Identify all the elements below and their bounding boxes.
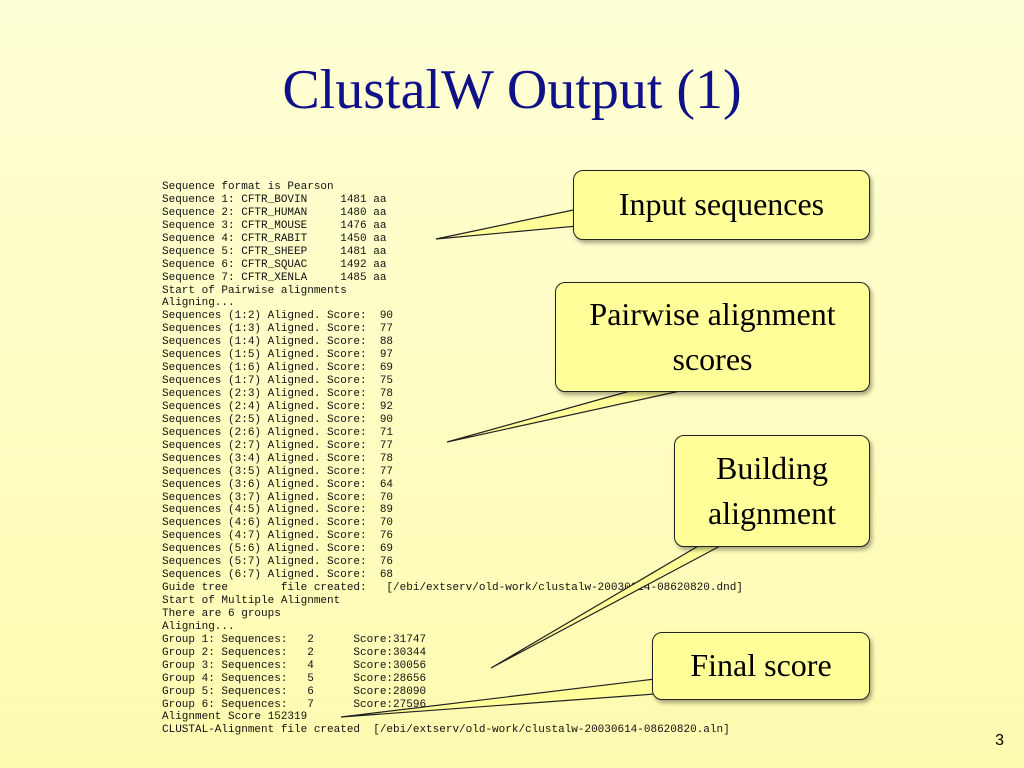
callout-pairwise-scores: Pairwise alignment scores bbox=[555, 282, 870, 392]
output-line: Aligning... bbox=[162, 620, 235, 633]
output-line: Sequences (2:6) Aligned. Score: 71 bbox=[162, 426, 394, 439]
pointer-input-sequences bbox=[435, 208, 579, 240]
output-line: Sequence 3: CFTR_MOUSE 1476 aa bbox=[162, 219, 387, 232]
output-line: Sequences (3:4) Aligned. Score: 78 bbox=[162, 452, 394, 465]
output-line: Group 1: Sequences: 2 Score:31747 bbox=[162, 633, 427, 646]
pointer-pairwise-scores bbox=[446, 390, 681, 443]
output-line: Sequence 6: CFTR_SQUAC 1492 aa bbox=[162, 258, 387, 271]
pointer-final-score bbox=[340, 678, 656, 718]
output-line: Aligning... bbox=[162, 297, 235, 310]
output-line: Sequences (4:6) Aligned. Score: 70 bbox=[162, 517, 394, 530]
output-line: Sequence 4: CFTR_RABIT 1450 aa bbox=[162, 232, 387, 245]
output-line: Sequence 7: CFTR_XENLA 1485 aa bbox=[162, 271, 387, 284]
output-line: Sequence 2: CFTR_HUMAN 1480 aa bbox=[162, 206, 387, 219]
output-line: Start of Pairwise alignments bbox=[162, 284, 347, 297]
output-line: Sequences (3:7) Aligned. Score: 70 bbox=[162, 491, 394, 504]
output-line: Sequences (3:5) Aligned. Score: 77 bbox=[162, 465, 394, 478]
output-line: Sequences (4:7) Aligned. Score: 76 bbox=[162, 530, 394, 543]
callout-input-sequences: Input sequences bbox=[573, 170, 870, 240]
callout-final-score: Final score bbox=[652, 632, 870, 700]
output-line: Guide tree file created: [/ebi/extserv/o… bbox=[162, 582, 743, 595]
output-line: Group 5: Sequences: 6 Score:28090 bbox=[162, 685, 427, 698]
output-line: Sequences (5:7) Aligned. Score: 76 bbox=[162, 556, 394, 569]
output-line: Sequence format is Pearson bbox=[162, 181, 334, 193]
output-line: Sequences (1:3) Aligned. Score: 77 bbox=[162, 323, 394, 336]
output-line: Group 4: Sequences: 5 Score:28656 bbox=[162, 672, 427, 685]
output-line: Sequences (3:6) Aligned. Score: 64 bbox=[162, 478, 394, 491]
output-line: There are 6 groups bbox=[162, 607, 281, 620]
output-line: Sequences (1:2) Aligned. Score: 90 bbox=[162, 310, 394, 323]
output-line: Sequences (2:4) Aligned. Score: 92 bbox=[162, 400, 394, 413]
slide-title: ClustalW Output (1) bbox=[282, 59, 742, 121]
output-line: Sequences (2:5) Aligned. Score: 90 bbox=[162, 413, 394, 426]
output-line: Group 6: Sequences: 7 Score:27596 bbox=[162, 698, 427, 711]
output-line: Group 2: Sequences: 2 Score:30344 bbox=[162, 646, 427, 659]
output-line: Sequences (2:7) Aligned. Score: 77 bbox=[162, 439, 394, 452]
output-line: Sequences (4:5) Aligned. Score: 89 bbox=[162, 504, 394, 517]
callout-building-alignment: Building alignment bbox=[674, 435, 870, 547]
slide-number: 3 bbox=[995, 732, 1004, 749]
output-line: Sequences (1:5) Aligned. Score: 97 bbox=[162, 349, 394, 362]
output-line: Sequences (1:7) Aligned. Score: 75 bbox=[162, 375, 394, 388]
output-line: Sequences (5:6) Aligned. Score: 69 bbox=[162, 543, 394, 556]
output-line: Sequence 5: CFTR_SHEEP 1481 aa bbox=[162, 245, 387, 258]
output-line: Sequences (1:6) Aligned. Score: 69 bbox=[162, 362, 394, 375]
output-line: Sequences (6:7) Aligned. Score: 68 bbox=[162, 569, 394, 582]
output-line: Sequence 1: CFTR_BOVIN 1481 aa bbox=[162, 193, 387, 206]
output-line: Start of Multiple Alignment bbox=[162, 595, 341, 607]
output-line: CLUSTAL-Alignment file created [/ebi/ext… bbox=[162, 724, 730, 737]
output-line: Alignment Score 152319 bbox=[162, 711, 308, 724]
output-line: Sequences (2:3) Aligned. Score: 78 bbox=[162, 388, 394, 400]
output-line: Group 3: Sequences: 4 Score:30056 bbox=[162, 659, 427, 672]
output-line: Sequences (1:4) Aligned. Score: 88 bbox=[162, 336, 394, 349]
